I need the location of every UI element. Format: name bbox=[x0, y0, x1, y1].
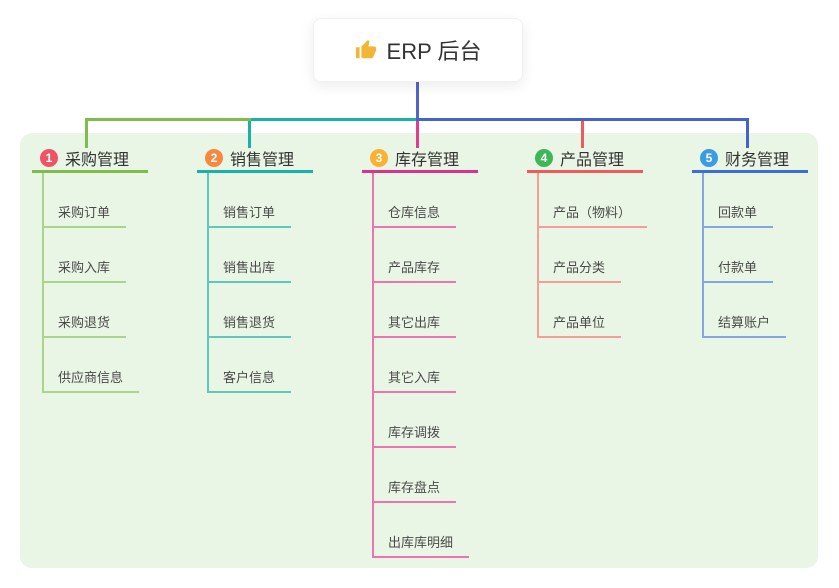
child-node[interactable]: 采购订单 bbox=[44, 202, 127, 228]
branch-title: 采购管理 bbox=[65, 152, 130, 169]
branches-panel bbox=[20, 133, 818, 568]
child-row: 结算账户 bbox=[704, 283, 787, 338]
branch-title: 库存管理 bbox=[395, 152, 460, 169]
child-row: 采购订单 bbox=[44, 173, 139, 228]
child-node[interactable]: 结算账户 bbox=[704, 312, 787, 338]
child-node[interactable]: 出库库明细 bbox=[374, 532, 470, 558]
branch-title: 产品管理 bbox=[560, 152, 625, 169]
child-node[interactable]: 产品分类 bbox=[539, 257, 622, 283]
child-row: 供应商信息 bbox=[44, 338, 140, 393]
branch-header[interactable]: 4 产品管理 bbox=[527, 146, 643, 173]
root-node[interactable]: ERP 后台 bbox=[313, 18, 523, 82]
branch-header[interactable]: 3 库存管理 bbox=[362, 146, 478, 173]
branch-header[interactable]: 5 财务管理 bbox=[692, 146, 808, 173]
branch-procurement: 1 采购管理 采购订单采购入库采购退货供应商信息 bbox=[32, 146, 148, 393]
child-node[interactable]: 供应商信息 bbox=[44, 367, 140, 393]
child-node[interactable]: 库存盘点 bbox=[374, 477, 457, 503]
branch-product: 4 产品管理 产品（物料） 产品分类产品单位 bbox=[527, 146, 648, 338]
child-row: 回款单 bbox=[704, 173, 786, 228]
child-node[interactable]: 其它入库 bbox=[374, 367, 457, 393]
number-badge: 1 bbox=[40, 149, 58, 167]
root-title: ERP 后台 bbox=[386, 39, 482, 64]
child-node[interactable]: 采购入库 bbox=[44, 257, 127, 283]
child-row: 产品单位 bbox=[539, 283, 647, 338]
child-row: 库存调拨 bbox=[374, 393, 469, 448]
branch-finance: 5 财务管理 回款单付款单结算账户 bbox=[692, 146, 808, 338]
child-row: 销售出库 bbox=[209, 228, 292, 283]
branch-header[interactable]: 2 销售管理 bbox=[197, 146, 313, 173]
connector-drop-product bbox=[581, 121, 584, 148]
child-row: 库存盘点 bbox=[374, 448, 469, 503]
child-row: 销售订单 bbox=[209, 173, 292, 228]
child-row: 仓库信息 bbox=[374, 173, 469, 228]
connector-drop-sales bbox=[248, 121, 251, 148]
branch-children: 采购订单采购入库采购退货供应商信息 bbox=[42, 173, 140, 393]
branch-children: 回款单付款单结算账户 bbox=[702, 173, 787, 338]
child-row: 客户信息 bbox=[209, 338, 292, 393]
child-row: 产品库存 bbox=[374, 228, 469, 283]
child-row: 产品分类 bbox=[539, 228, 647, 283]
child-node[interactable]: 库存调拨 bbox=[374, 422, 457, 448]
child-row: 付款单 bbox=[704, 228, 786, 283]
child-row: 销售退货 bbox=[209, 283, 292, 338]
child-row: 其它入库 bbox=[374, 338, 469, 393]
connector-drop-procurement bbox=[85, 118, 88, 148]
number-badge: 2 bbox=[205, 149, 223, 167]
child-row: 产品（物料） bbox=[539, 173, 648, 228]
connector-horizontal-blue bbox=[416, 118, 749, 121]
branch-header[interactable]: 1 采购管理 bbox=[32, 146, 148, 173]
connector-drop-inventory bbox=[416, 121, 419, 148]
child-node[interactable]: 客户信息 bbox=[209, 367, 292, 393]
branch-children: 产品（物料） 产品分类产品单位 bbox=[537, 173, 648, 338]
child-node[interactable]: 回款单 bbox=[704, 202, 774, 228]
thumbs-up-icon bbox=[355, 39, 377, 61]
branch-children: 仓库信息产品库存其它出库其它入库库存调拨库存盘点出库库明细 bbox=[372, 173, 470, 558]
number-badge: 4 bbox=[535, 149, 553, 167]
connector-horizontal-green bbox=[85, 118, 251, 121]
child-node[interactable]: 销售退货 bbox=[209, 312, 292, 338]
connector-horizontal-teal bbox=[251, 118, 416, 121]
child-node[interactable]: 其它出库 bbox=[374, 312, 457, 338]
branch-title: 销售管理 bbox=[230, 152, 295, 169]
child-node[interactable]: 仓库信息 bbox=[374, 202, 457, 228]
child-node[interactable]: 产品（物料） bbox=[539, 202, 648, 228]
child-node[interactable]: 付款单 bbox=[704, 257, 774, 283]
branch-title: 财务管理 bbox=[725, 152, 790, 169]
branch-inventory: 3 库存管理 仓库信息产品库存其它出库其它入库库存调拨库存盘点出库库明细 bbox=[362, 146, 478, 558]
connector-drop-finance bbox=[746, 118, 749, 148]
child-node[interactable]: 采购退货 bbox=[44, 312, 127, 338]
connector-root-vertical bbox=[416, 82, 419, 118]
child-node[interactable]: 产品单位 bbox=[539, 312, 622, 338]
branch-children: 销售订单销售出库销售退货客户信息 bbox=[207, 173, 292, 393]
number-badge: 3 bbox=[370, 149, 388, 167]
child-node[interactable]: 产品库存 bbox=[374, 257, 457, 283]
child-row: 采购退货 bbox=[44, 283, 139, 338]
branch-sales: 2 销售管理 销售订单销售出库销售退货客户信息 bbox=[197, 146, 313, 393]
child-node[interactable]: 销售出库 bbox=[209, 257, 292, 283]
child-row: 出库库明细 bbox=[374, 503, 470, 558]
child-node[interactable]: 销售订单 bbox=[209, 202, 292, 228]
child-row: 其它出库 bbox=[374, 283, 469, 338]
child-row: 采购入库 bbox=[44, 228, 139, 283]
number-badge: 5 bbox=[700, 149, 718, 167]
